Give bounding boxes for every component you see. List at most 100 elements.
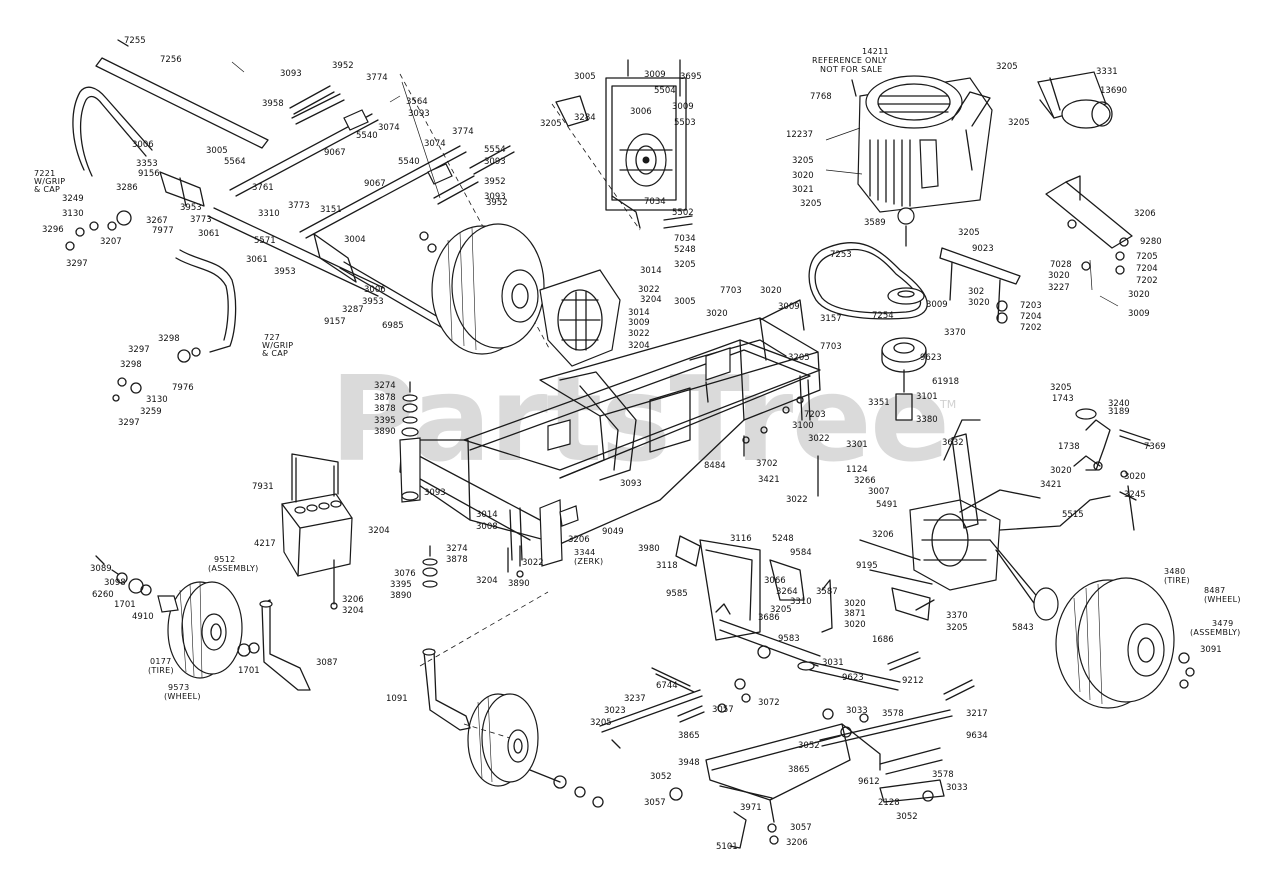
- callout: 9156: [138, 169, 160, 179]
- rear-right-wheel-group: [1055, 577, 1195, 709]
- callout: 9623: [842, 673, 864, 683]
- callout: 3205: [1008, 118, 1030, 128]
- callout: 3204: [342, 606, 364, 616]
- callout: 3632: [942, 438, 964, 448]
- callout: 3380: [916, 415, 938, 425]
- callout: 5540: [356, 131, 378, 141]
- callout: 3206: [872, 530, 894, 540]
- callout: 3093: [484, 157, 506, 167]
- callout: 3865: [678, 731, 700, 741]
- callout: 3072: [758, 698, 780, 708]
- callout: 9585: [666, 589, 688, 599]
- callout: 2128: [878, 798, 900, 808]
- callout: 3052: [798, 741, 820, 751]
- callout: 1701: [238, 666, 260, 676]
- callout: 3287: [342, 305, 364, 315]
- callout: 3578: [882, 709, 904, 719]
- callout: 7369: [1144, 442, 1166, 452]
- callout: 3952: [486, 198, 508, 208]
- callout: 3205: [770, 605, 792, 615]
- callout: 3205: [674, 260, 696, 270]
- callout: 1091: [386, 694, 408, 704]
- callout: 3020: [792, 171, 814, 181]
- engine-group: [825, 75, 993, 247]
- callout: 3310: [258, 209, 280, 219]
- callout: 3093: [424, 488, 446, 498]
- callout: 3297: [66, 259, 88, 269]
- callout: 3091: [1200, 645, 1222, 655]
- callout: 5491: [876, 500, 898, 510]
- callout: 5504: [654, 86, 676, 96]
- rear-assembly-note: 3479: [1212, 619, 1234, 628]
- callout: 3006: [364, 285, 386, 295]
- callout: 3009: [672, 102, 694, 112]
- callout: 3702: [756, 459, 778, 469]
- callout: 3023: [604, 706, 626, 716]
- callout: 3264: [776, 587, 798, 597]
- callout: 3351: [868, 398, 890, 408]
- callout: 3297: [128, 345, 150, 355]
- zerk-note: 3344: [574, 548, 596, 557]
- callout: 5540: [398, 157, 420, 167]
- callout: 7202: [1136, 276, 1158, 286]
- callout: 9634: [966, 731, 988, 741]
- bottom-linkage-group: [599, 535, 975, 849]
- callout: 5571: [254, 236, 276, 246]
- callout: 3022: [786, 495, 808, 505]
- belt-pulley-group: [808, 241, 928, 421]
- callout: 9049: [602, 527, 624, 537]
- callout: 9212: [902, 676, 924, 686]
- callout: 3205: [996, 62, 1018, 72]
- callout: 3057: [712, 705, 734, 715]
- callout: 3227: [1048, 283, 1070, 293]
- callout: 3031: [822, 658, 844, 668]
- callout: 3274: [446, 544, 468, 554]
- callout: 3205: [788, 353, 810, 363]
- main-frame-group: [399, 299, 821, 567]
- callout: 3205: [800, 199, 822, 209]
- callout: 3958: [262, 99, 284, 109]
- callout: 3022: [522, 558, 544, 568]
- callout: 3033: [846, 706, 868, 716]
- front-assembly-note: (ASSEMBLY): [208, 564, 259, 573]
- callout: 9195: [856, 561, 878, 571]
- callout: 3076: [394, 569, 416, 579]
- grip-cap-note-left: 7221: [34, 169, 56, 178]
- callout: 3009: [644, 70, 666, 80]
- callout: 3022: [808, 434, 830, 444]
- callout: 3009: [926, 300, 948, 310]
- callout: 3093: [408, 109, 430, 119]
- callout: 3587: [816, 587, 838, 597]
- callout: 3130: [62, 209, 84, 219]
- watermark-text: PartsTree: [330, 350, 950, 488]
- callout: 1701: [114, 600, 136, 610]
- callout: 3204: [476, 576, 498, 586]
- callout: 7703: [820, 342, 842, 352]
- callout: 3298: [120, 360, 142, 370]
- callout: 5503: [674, 118, 696, 128]
- rear-assembly-note: (ASSEMBLY): [1190, 628, 1241, 637]
- rear-wheel-note: 8487: [1204, 586, 1226, 595]
- callout: 3296: [42, 225, 64, 235]
- callout: 3245: [1124, 490, 1146, 500]
- callout: 3980: [638, 544, 660, 554]
- callout: 3205: [946, 623, 968, 633]
- grip-cap-note-left: W/GRIP: [34, 177, 65, 186]
- callout: 3259: [140, 407, 162, 417]
- callout: 3695: [680, 72, 702, 82]
- callout: 3395: [374, 416, 396, 426]
- callout: 3020: [844, 599, 866, 609]
- callout: 9023: [972, 244, 994, 254]
- callout: 3014: [628, 308, 650, 318]
- callout: 7204: [1136, 264, 1158, 274]
- callout: 3774: [452, 127, 474, 137]
- callout: 3370: [944, 328, 966, 338]
- callout: 3267: [146, 216, 168, 226]
- muffler-group: [1037, 71, 1113, 129]
- callout-labels: 7255 7256 3093 3952 3774 3958 3564 3093 …: [42, 36, 1222, 852]
- callout: 3008: [476, 522, 498, 532]
- callout: 3953: [362, 297, 384, 307]
- front-tire-note: 0177: [150, 657, 172, 666]
- callout: 3266: [854, 476, 876, 486]
- callout: 3006: [630, 107, 652, 117]
